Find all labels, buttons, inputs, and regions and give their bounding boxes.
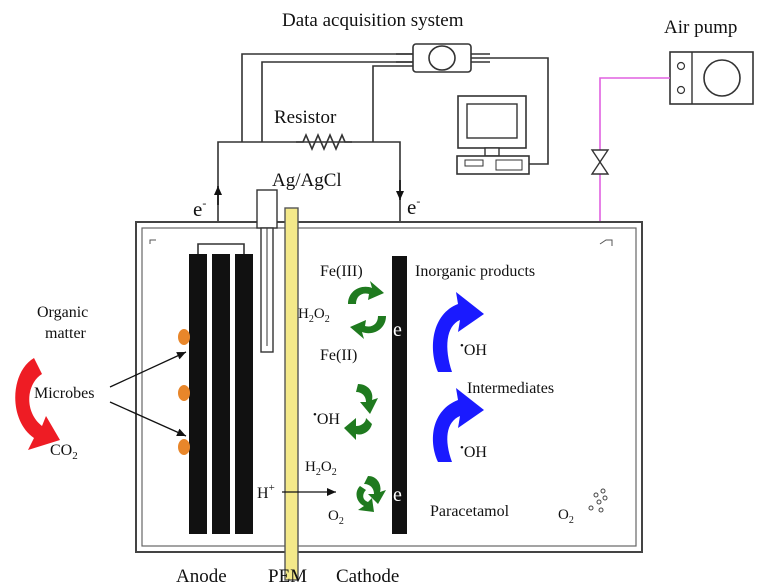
intermediates-label: Intermediates <box>467 380 554 397</box>
pem-membrane <box>284 207 299 581</box>
paracetamol-label: Paracetamol <box>430 503 510 520</box>
anode-connector <box>197 243 245 254</box>
organic-label-2: matter <box>45 325 87 342</box>
anode-label: Anode <box>176 566 227 587</box>
microbes-arrow-down <box>109 401 187 437</box>
electron-left-label: e- <box>193 196 206 221</box>
organic-label-1: Organic <box>37 304 88 321</box>
air-pump-label: Air pump <box>664 17 737 38</box>
inorganic-label: Inorganic products <box>415 263 535 280</box>
o2-bottom-label: O2 <box>328 508 344 527</box>
meter-icon <box>396 43 490 73</box>
pem-label: PEM <box>268 566 307 587</box>
cathode-label: Cathode <box>336 566 399 587</box>
oxidation-arrow-bottom <box>432 388 484 462</box>
reactor-tank <box>135 221 643 553</box>
green-arrow-middle <box>344 384 378 440</box>
cathode-electrode <box>392 256 407 534</box>
anode-electrodes <box>189 254 253 534</box>
oh-middle-label: •OH <box>313 409 340 428</box>
microbes <box>178 329 190 455</box>
fe3-label: Fe(III) <box>320 263 363 280</box>
fe2-label: Fe(II) <box>320 347 357 364</box>
resistor-icon <box>296 132 352 152</box>
green-arrow-bottom <box>356 476 386 512</box>
h2o2-bottom-label: H2O2 <box>305 459 337 478</box>
bubbles-icon <box>588 488 608 513</box>
air-pump-icon <box>669 51 754 105</box>
resistor-label: Resistor <box>274 107 337 128</box>
fenton-cycle-arrow <box>348 281 386 339</box>
valve-icon <box>590 149 610 175</box>
oh-top-label: •OH <box>460 340 487 359</box>
microbes-label: Microbes <box>34 385 94 402</box>
microbes-arrow-up <box>109 351 187 388</box>
oxidation-arrow-top <box>432 292 484 372</box>
computer-icon <box>456 95 530 175</box>
ref-electrode <box>256 189 278 353</box>
cathode-electron-top: e <box>393 319 402 341</box>
cathode-electron-bottom: e <box>393 484 402 506</box>
daq-label: Data acquisition system <box>282 10 464 31</box>
h-plus-label: H+ <box>257 482 275 502</box>
o2-right-label: O2 <box>558 507 574 526</box>
co2-arrow <box>15 358 60 450</box>
co2-label: CO2 <box>50 442 78 462</box>
oh-bottom-label: •OH <box>460 442 487 461</box>
ref-electrode-label: Ag/AgCl <box>272 170 342 191</box>
electron-right-label: e- <box>407 194 420 219</box>
h2o2-top-label: H2O2 <box>298 306 330 325</box>
